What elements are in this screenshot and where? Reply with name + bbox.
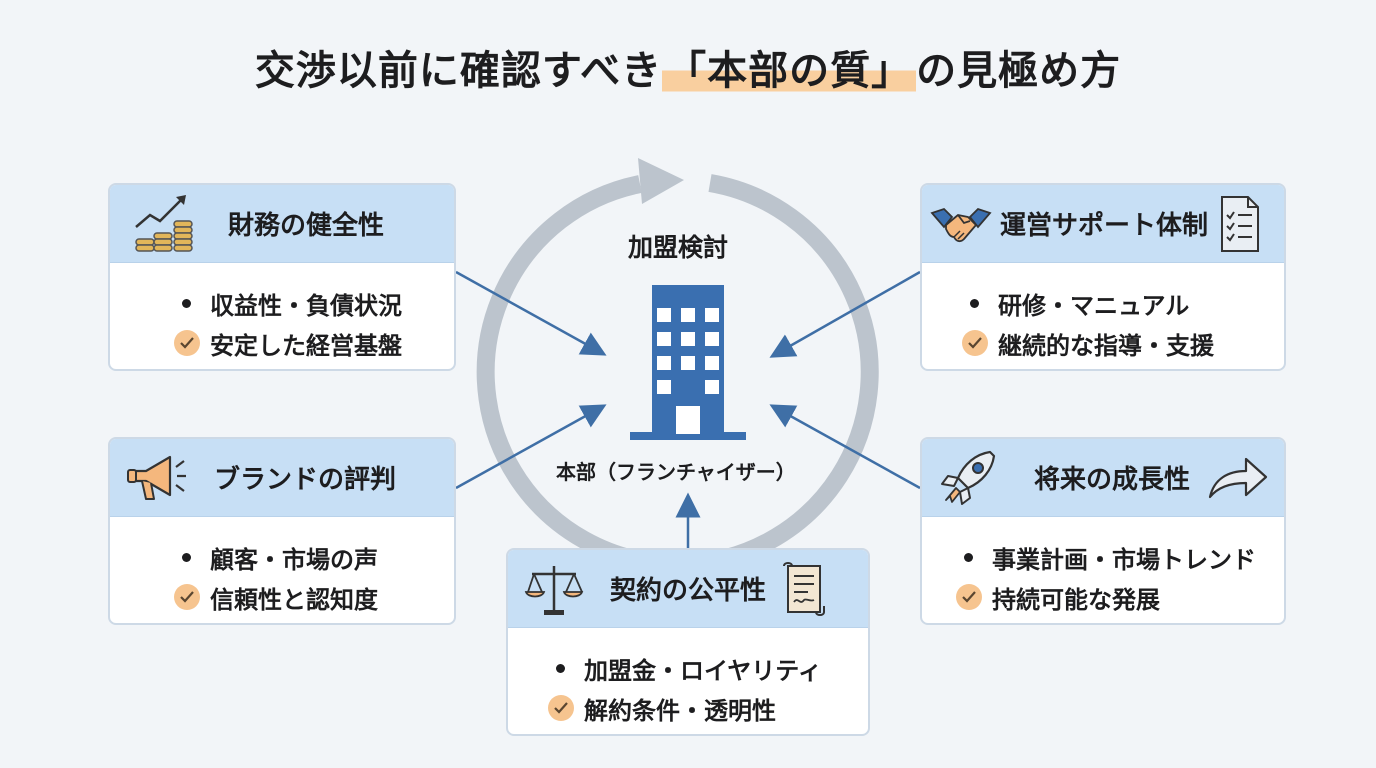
arrow-brand xyxy=(455,404,607,490)
center-top-label: 加盟検討 xyxy=(628,233,729,262)
card-contract-bullet: 加盟金・ロイヤリティ xyxy=(508,648,868,688)
title-text-before: 交渉以前に確認すべき xyxy=(254,48,663,94)
megaphone-icon xyxy=(124,449,188,507)
card-support-check-text: 継続的な指導・支援 xyxy=(998,331,1214,360)
card-growth-bullet-text: 事業計画・市場トレンド xyxy=(992,545,1256,574)
bullet-dot-icon xyxy=(548,663,572,673)
card-brand-check-text: 信頼性と認知度 xyxy=(210,585,378,614)
card-finance-check-text: 安定した経営基盤 xyxy=(210,331,402,360)
check-icon xyxy=(962,330,988,356)
coins-growth-icon xyxy=(132,193,196,255)
card-finance: 財務の健全性 収益性・負債状況 安定した経営基盤 xyxy=(108,183,456,371)
card-contract-check-text: 解約条件・透明性 xyxy=(584,696,776,725)
center-bottom-label: 本部（フランチャイザー） xyxy=(556,460,796,484)
arrow-finance xyxy=(455,270,607,356)
card-brand-title: ブランドの評判 xyxy=(214,465,397,495)
bullet-dot-icon xyxy=(174,298,198,308)
card-brand-header: ブランドの評判 xyxy=(110,439,454,517)
card-growth-check: 持続可能な発展 xyxy=(922,577,1284,617)
title-text-after: の見極め方 xyxy=(916,48,1122,94)
contract-scroll-icon xyxy=(782,560,828,618)
scales-icon xyxy=(524,560,584,618)
check-icon xyxy=(174,330,200,356)
card-finance-check: 安定した経営基盤 xyxy=(110,323,454,363)
checklist-icon xyxy=(1218,195,1262,253)
page-title: 交渉以前に確認すべき 「本部の質」 の見極め方 xyxy=(0,38,1376,96)
check-icon xyxy=(174,584,200,610)
card-support-bullet: 研修・マニュアル xyxy=(922,283,1284,323)
card-growth-bullet: 事業計画・市場トレンド xyxy=(922,537,1284,577)
card-contract-check: 解約条件・透明性 xyxy=(508,688,868,728)
card-growth-check-text: 持続可能な発展 xyxy=(992,585,1160,614)
card-support-check: 継続的な指導・支援 xyxy=(922,323,1284,363)
card-growth: 将来の成長性 事業計画・市場トレンド 持続可能な発展 xyxy=(920,437,1286,625)
cycle-arrowhead xyxy=(638,158,684,204)
card-growth-header: 将来の成長性 xyxy=(922,439,1284,517)
arrow-support xyxy=(769,270,921,358)
card-finance-bullet: 収益性・負債状況 xyxy=(110,283,454,323)
check-icon xyxy=(956,584,982,610)
card-support-bullet-text: 研修・マニュアル xyxy=(998,291,1190,320)
bullet-dot-icon xyxy=(956,552,980,562)
card-contract-bullet-text: 加盟金・ロイヤリティ xyxy=(584,656,822,685)
card-support-title: 運営サポート体制 xyxy=(1000,211,1209,241)
title-highlight: 「本部の質」 xyxy=(662,38,917,96)
card-brand-bullet-text: 顧客・市場の声 xyxy=(210,545,378,574)
card-brand-check: 信頼性と認知度 xyxy=(110,577,454,617)
card-finance-header: 財務の健全性 xyxy=(110,185,454,263)
bullet-dot-icon xyxy=(962,298,986,308)
card-contract-title: 契約の公平性 xyxy=(610,576,767,606)
card-brand: ブランドの評判 顧客・市場の声 信頼性と認知度 xyxy=(108,437,456,625)
arrow-growth xyxy=(769,404,921,490)
office-building-icon xyxy=(630,285,746,440)
card-finance-title: 財務の健全性 xyxy=(228,211,385,241)
rocket-icon xyxy=(938,448,998,508)
card-brand-bullet: 顧客・市場の声 xyxy=(110,537,454,577)
card-finance-bullet-text: 収益性・負債状況 xyxy=(210,291,402,320)
card-contract-header: 契約の公平性 xyxy=(508,550,868,628)
card-growth-title: 将来の成長性 xyxy=(1034,465,1191,495)
card-contract: 契約の公平性 加盟金・ロイヤリティ 解約条件・透明性 xyxy=(506,548,870,736)
card-support: 運営サポート体制 研修・マニュアル 継続的な指導・支援 xyxy=(920,183,1286,371)
bullet-dot-icon xyxy=(174,552,198,562)
card-support-header: 運営サポート体制 xyxy=(922,185,1284,263)
handshake-icon xyxy=(930,199,992,249)
check-icon xyxy=(548,695,574,721)
arrow-right-icon xyxy=(1206,455,1270,501)
